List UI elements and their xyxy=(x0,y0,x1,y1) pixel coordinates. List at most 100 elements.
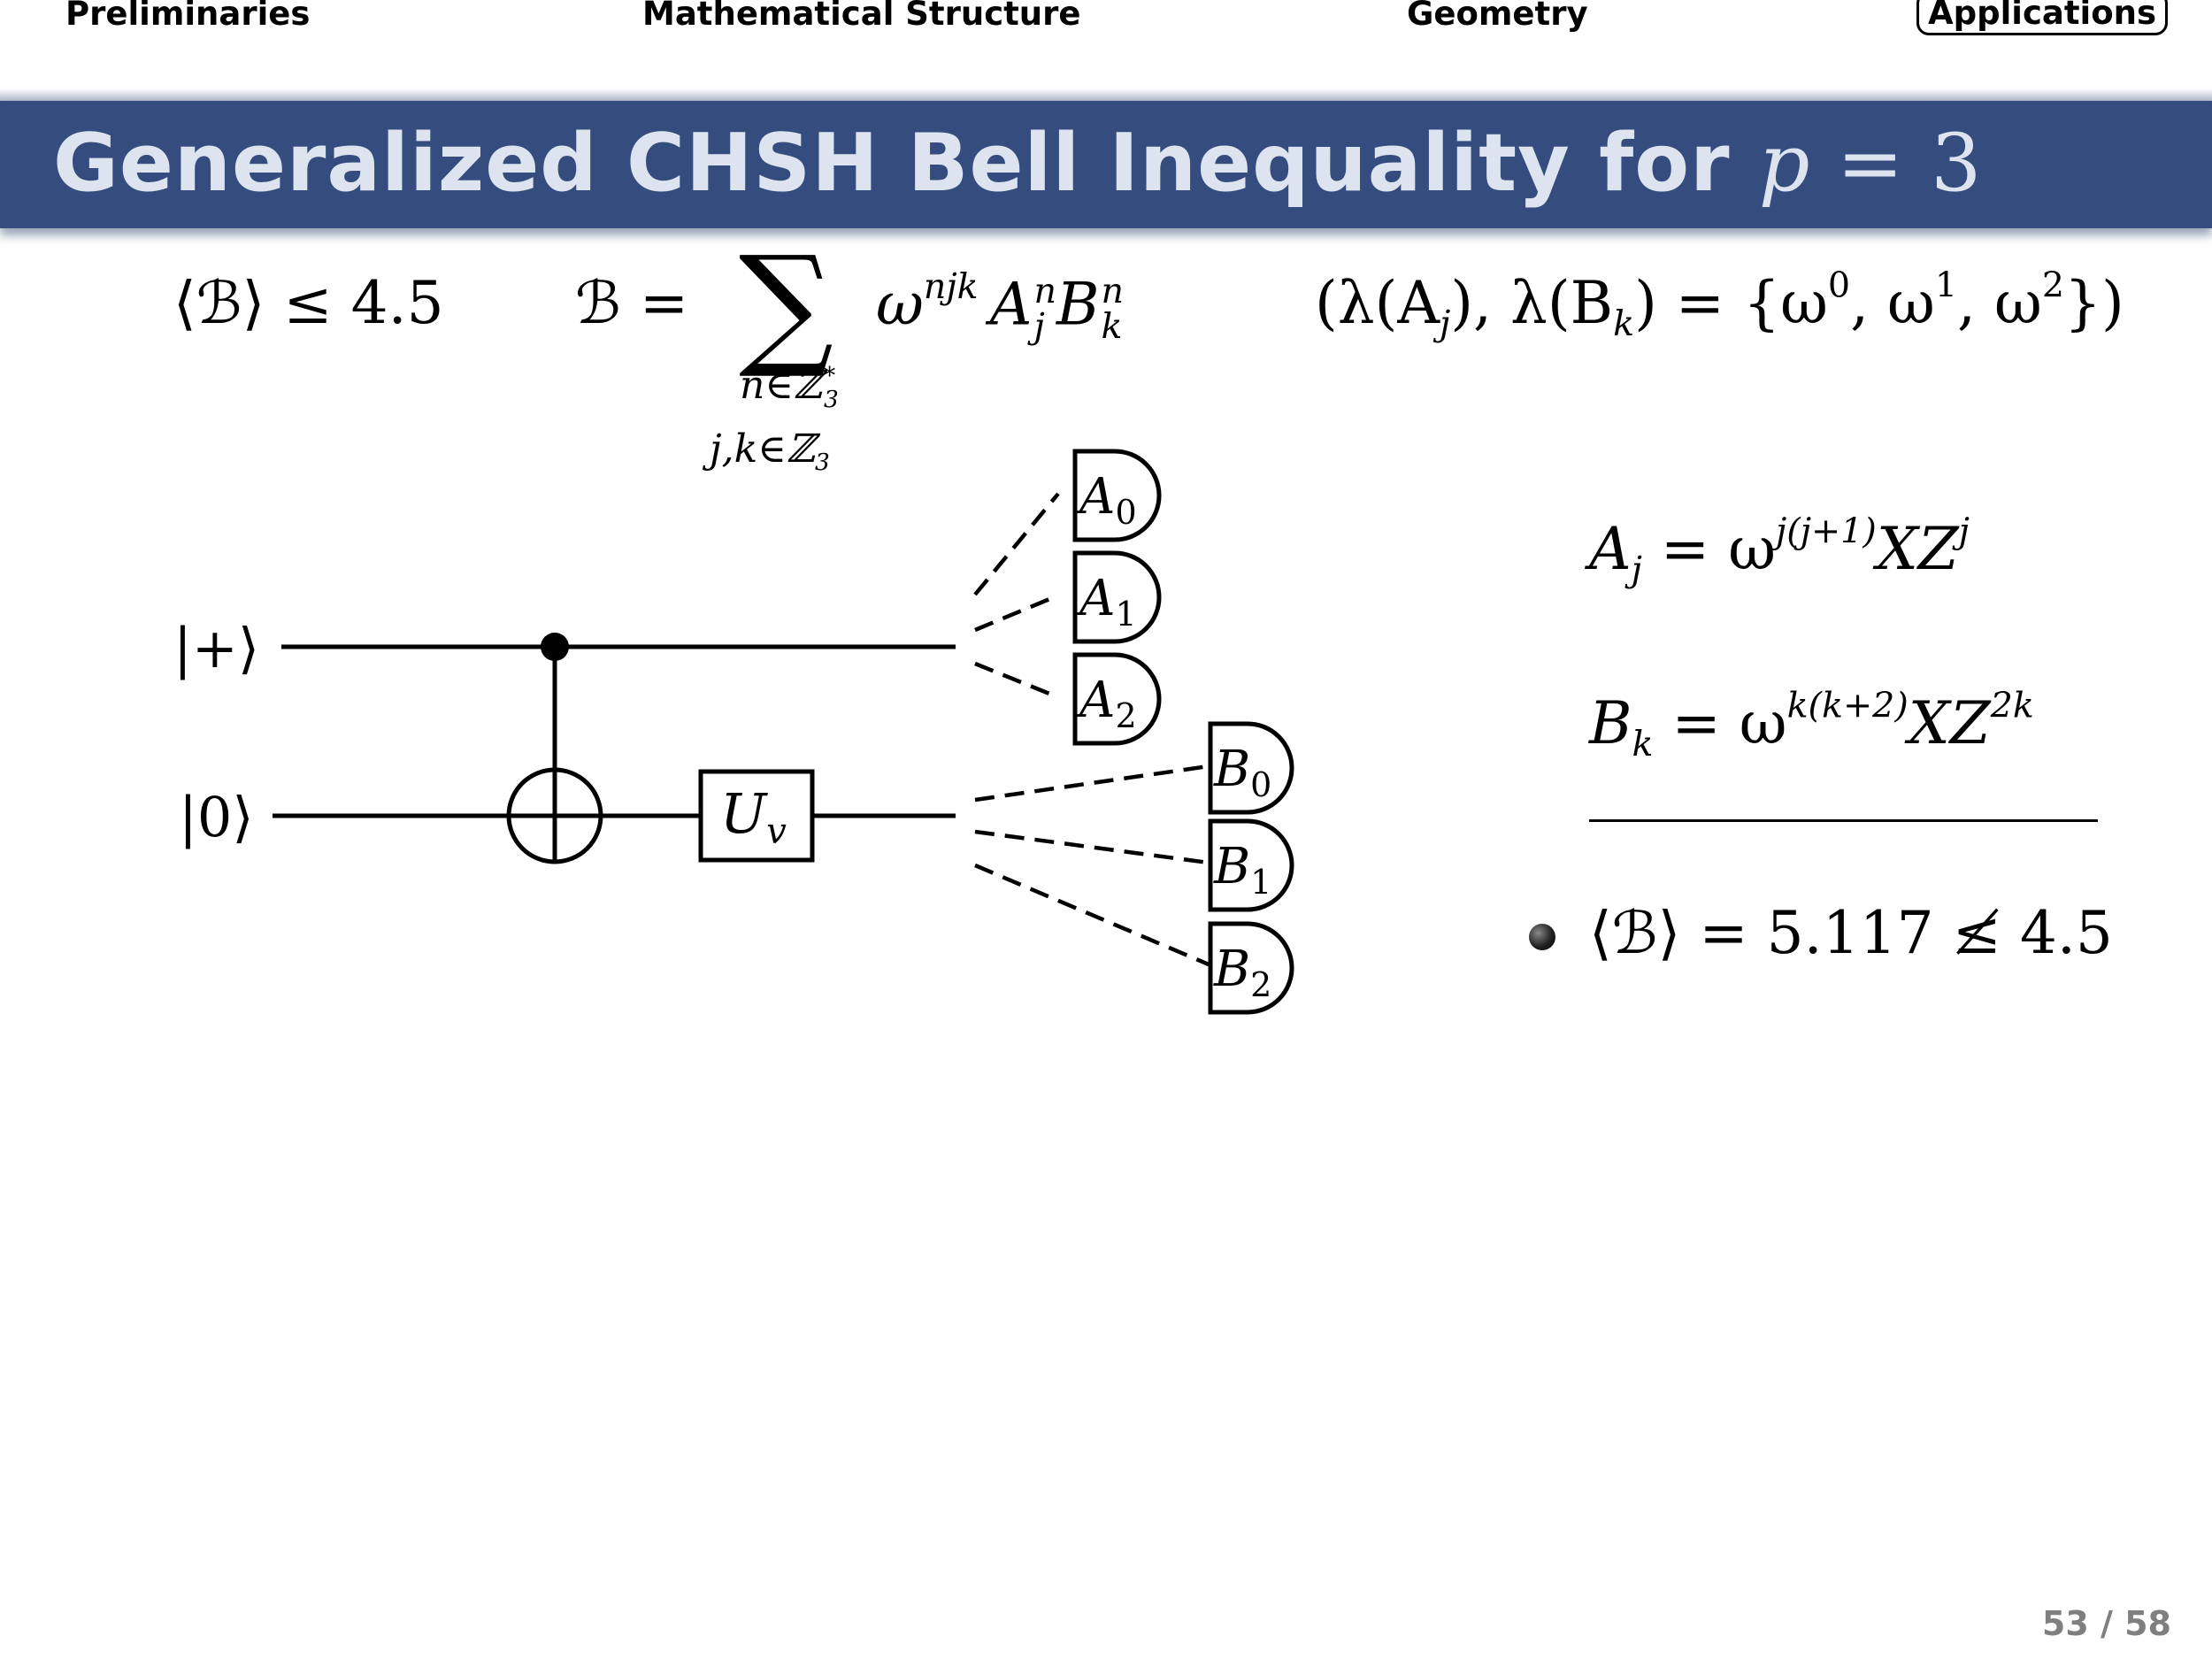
bob-branch-0 xyxy=(974,764,1210,803)
op-b-sub: k xyxy=(1632,723,1654,764)
meter-b1-label: B1 xyxy=(1213,838,1271,902)
summand-a: A xyxy=(989,270,1033,339)
meter-b1 xyxy=(1208,818,1294,912)
meter-b2 xyxy=(1208,921,1294,1015)
title-bar: Generalized CHSH Bell Inequality for p =… xyxy=(0,101,2212,228)
slide-title-math: p = 3 xyxy=(1759,117,1983,210)
alice-branch-0 xyxy=(973,492,1060,596)
summand-b-sub: k xyxy=(1101,305,1123,347)
op-b-exp: k(k+2) xyxy=(1786,685,1909,726)
meter-a2-sub: 2 xyxy=(1115,696,1136,735)
meter-b0-sub: 0 xyxy=(1250,765,1271,804)
cnot-control-dot xyxy=(541,633,569,661)
sum-limit-n-sup: * xyxy=(824,362,836,390)
summand-b: B xyxy=(1056,270,1100,339)
op-a-eq: = ω xyxy=(1641,515,1777,583)
meter-a0 xyxy=(1072,449,1162,542)
slide-title: Generalized CHSH Bell Inequality for p =… xyxy=(53,117,1982,210)
sum-limit-n-scripts: *3 xyxy=(824,362,839,413)
meter-b2-sub: 2 xyxy=(1250,965,1271,1004)
meter-b0-letter: B xyxy=(1213,741,1250,798)
alice-branch-2 xyxy=(974,661,1059,700)
unitary-gate-box xyxy=(698,769,815,863)
input-plus-label: |+⟩ xyxy=(173,616,259,680)
sum-limit-jk-sub: 3 xyxy=(814,449,830,477)
eigen-part2: ), λ(B xyxy=(1450,269,1614,337)
nav-mathematical-structure[interactable]: Mathematical Structure xyxy=(642,0,1081,33)
b-definition-lhs: ℬ = xyxy=(575,269,689,337)
op-a-sub: j xyxy=(1631,549,1642,590)
meter-a0-label: A0 xyxy=(1075,468,1137,532)
operator-b-definition: Bk = ωk(k+2)XZ2k xyxy=(1589,688,2034,762)
meter-b2-letter: B xyxy=(1213,941,1250,998)
op-b-lhs: B xyxy=(1589,689,1632,757)
op-b-xz-exp: 2k xyxy=(1990,685,2034,726)
op-b-eq: = ω xyxy=(1653,689,1787,757)
eigen-w0: 0 xyxy=(1827,265,1851,306)
op-a-lhs: A xyxy=(1589,515,1632,583)
gate-label: Uv xyxy=(720,781,787,852)
input-zero-label: |0⟩ xyxy=(179,785,254,849)
eigen-part1: (λ(A xyxy=(1315,269,1440,337)
op-a-xz-exp: j xyxy=(1958,511,1970,552)
bob-branch-1 xyxy=(974,829,1210,865)
summation-symbol: ∑ xyxy=(739,228,834,382)
sum-limit-jk: j,k∈ℤ3 xyxy=(710,426,830,474)
eigen-sep1: , ω xyxy=(1850,269,1935,337)
meter-a2-label: A2 xyxy=(1075,672,1137,735)
eigenvalue-condition: (λ(Aj), λ(Bk) = {ω0, ω1, ω2}) xyxy=(1315,268,2124,342)
summand-a-sup: n xyxy=(1033,271,1056,311)
eigen-sep2: , ω xyxy=(1957,269,2042,337)
gate-label-main: U xyxy=(720,781,768,846)
summand-a-sub: j xyxy=(1033,305,1045,347)
eigen-w2: 2 xyxy=(2041,265,2065,306)
summand-omega: ω xyxy=(876,270,924,339)
eigen-w1: 1 xyxy=(1934,265,1958,306)
title-math-var: p xyxy=(1758,117,1811,210)
meter-b0 xyxy=(1208,721,1294,815)
nav-applications[interactable]: Applications xyxy=(1916,0,2169,35)
alice-branch-1 xyxy=(974,593,1059,633)
op-b-xz: XZ xyxy=(1908,689,1991,757)
sum-limit-n-sub: 3 xyxy=(824,385,839,413)
eigen-sub2: k xyxy=(1613,303,1635,344)
op-a-exp: j(j+1) xyxy=(1776,511,1877,552)
page-number: 53 / 58 xyxy=(2041,1604,2171,1643)
operator-divider xyxy=(1589,819,2098,822)
nav-geometry[interactable]: Geometry xyxy=(1407,0,1588,33)
meter-b1-letter: B xyxy=(1213,838,1250,895)
bound-expression: ⟨ℬ⟩ ≤ 4.5 xyxy=(173,269,444,337)
gate-label-sub: v xyxy=(766,811,787,852)
sum-limit-n: n∈ℤ*3 xyxy=(740,363,839,411)
nav-divider xyxy=(0,88,2212,104)
summand-omega-exp: njk xyxy=(923,265,979,307)
meter-a2-letter: A xyxy=(1075,672,1115,729)
quantum-circuit: |+⟩ |0⟩ Uv A0 A1 A2 B0 B1 B2 xyxy=(173,449,1294,1015)
op-a-xz: XZ xyxy=(1876,515,1959,583)
bob-branch-2 xyxy=(974,863,1210,967)
meter-b1-sub: 1 xyxy=(1250,863,1271,902)
meter-a0-sub: 0 xyxy=(1115,493,1136,532)
meter-a1-letter: A xyxy=(1075,570,1115,627)
eigen-sub1: j xyxy=(1440,303,1451,344)
sum-limit-jk-text: j,k∈ℤ xyxy=(710,426,815,472)
violation-result: ⟨ℬ⟩ = 5.117 ≰ 4.5 xyxy=(1589,899,2113,967)
title-math-rest: = 3 xyxy=(1810,117,1983,210)
meter-a0-letter: A xyxy=(1075,468,1115,526)
operator-a-definition: Aj = ωj(j+1)XZj xyxy=(1589,514,1970,588)
summand-b-sup: n xyxy=(1101,271,1124,311)
slide-title-text: Generalized CHSH Bell Inequality for xyxy=(53,117,1731,210)
meter-a1-sub: 1 xyxy=(1115,595,1136,634)
eigen-end: }) xyxy=(2064,269,2124,337)
meter-b2-label: B2 xyxy=(1213,941,1271,1004)
nav-preliminaries[interactable]: Preliminaries xyxy=(65,0,311,33)
meter-a1 xyxy=(1072,550,1162,644)
meter-a1-label: A1 xyxy=(1075,570,1137,634)
eigen-part3: ) = {ω xyxy=(1634,269,1828,337)
meter-a2 xyxy=(1072,652,1162,746)
meter-b0-label: B0 xyxy=(1213,741,1271,804)
bullet-icon xyxy=(1529,924,1555,950)
